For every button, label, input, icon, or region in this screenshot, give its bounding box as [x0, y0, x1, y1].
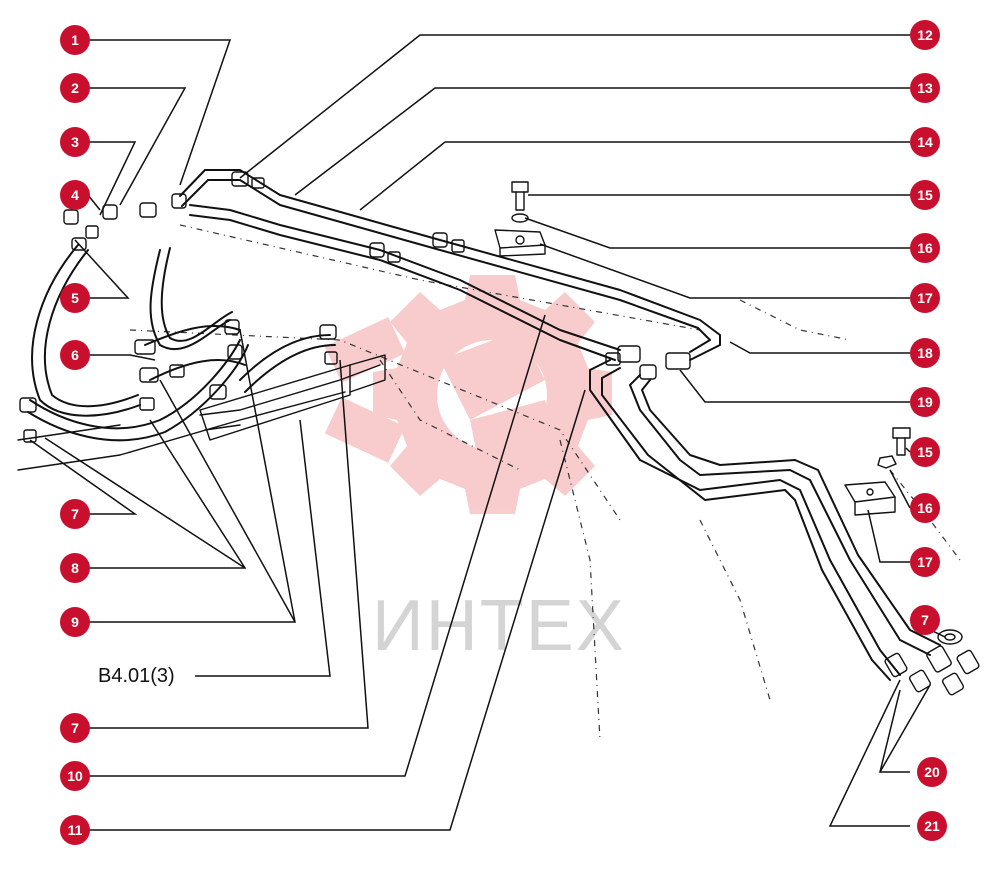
callout-7-left-upper: 7	[60, 499, 90, 529]
svg-text:2: 2	[71, 80, 79, 96]
svg-text:7: 7	[71, 506, 79, 522]
svg-text:16: 16	[917, 500, 933, 516]
svg-text:6: 6	[71, 347, 79, 363]
svg-text:15: 15	[917, 187, 933, 203]
callout-12: 12	[910, 20, 940, 50]
callout-15-lower: 15	[910, 437, 940, 467]
callout-14: 14	[910, 127, 940, 157]
svg-text:3: 3	[71, 134, 79, 150]
callout-2: 2	[60, 73, 90, 103]
callout-7-left-lower: 7	[60, 713, 90, 743]
svg-text:10: 10	[67, 768, 83, 784]
svg-text:7: 7	[921, 612, 929, 628]
svg-text:12: 12	[917, 27, 933, 43]
callout-21: 21	[917, 811, 947, 841]
callout-8: 8	[60, 553, 90, 583]
svg-text:13: 13	[917, 80, 933, 96]
callout-7-right: 7	[910, 605, 940, 635]
flexible-hoses	[19, 202, 386, 443]
callout-18: 18	[910, 338, 940, 368]
callout-15-upper: 15	[910, 180, 940, 210]
callout-4: 4	[60, 180, 90, 210]
callout-13: 13	[910, 73, 940, 103]
svg-text:11: 11	[68, 822, 83, 838]
fittings	[171, 171, 980, 696]
svg-text:21: 21	[924, 818, 940, 834]
svg-text:7: 7	[71, 720, 79, 736]
svg-text:15: 15	[917, 444, 933, 460]
callout-3: 3	[60, 127, 90, 157]
callout-20: 20	[917, 757, 947, 787]
callout-11: 11	[60, 815, 90, 845]
svg-text:1: 1	[71, 32, 79, 48]
svg-text:4: 4	[71, 187, 79, 203]
callout-1: 1	[60, 25, 90, 55]
svg-text:8: 8	[71, 560, 79, 576]
callout-16-lower: 16	[910, 493, 940, 523]
callout-10: 10	[60, 761, 90, 791]
svg-text:9: 9	[71, 614, 79, 630]
svg-text:19: 19	[917, 394, 933, 410]
callout-16-upper: 16	[910, 233, 940, 263]
callout-19: 19	[910, 387, 940, 417]
svg-text:17: 17	[917, 554, 933, 570]
leader-lines	[29, 34, 946, 831]
reference-code: B4.01(3)	[98, 665, 175, 687]
rigid-pipes	[179, 169, 941, 681]
callout-17-upper: 17	[910, 283, 940, 313]
svg-text:14: 14	[917, 134, 933, 150]
watermark-text: ИНТЕХ	[372, 586, 626, 666]
callout-5: 5	[60, 283, 90, 313]
callout-9: 9	[60, 607, 90, 637]
svg-text:18: 18	[917, 345, 933, 361]
callout-6: 6	[60, 340, 90, 370]
svg-text:17: 17	[917, 290, 933, 306]
callout-17-lower: 17	[910, 547, 940, 577]
watermark-logo	[324, 275, 612, 514]
svg-text:5: 5	[71, 290, 79, 306]
svg-text:16: 16	[917, 240, 933, 256]
svg-text:20: 20	[924, 764, 940, 780]
